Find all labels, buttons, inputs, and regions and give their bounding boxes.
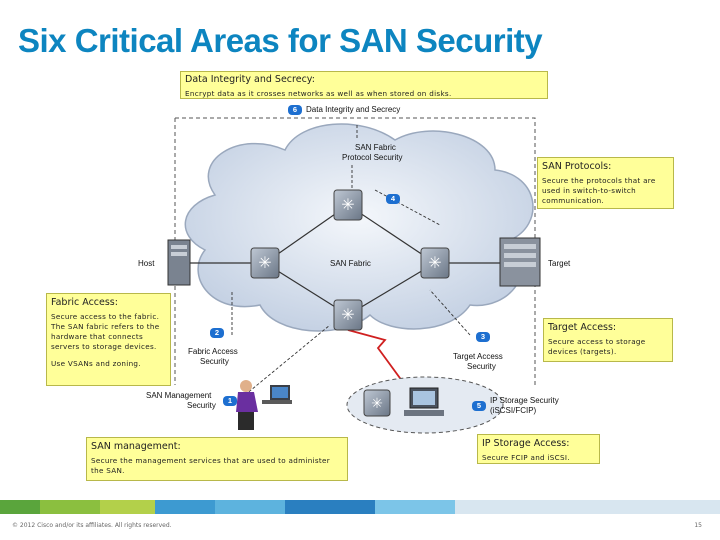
page-title: Six Critical Areas for SAN Security [18,22,543,59]
workstation-icon [404,387,444,416]
svg-text:✳: ✳ [258,253,271,272]
callout-heading: SAN management: [91,441,181,452]
callout-san-protocols: SAN Protocols: Secure the protocols that… [537,157,674,209]
badge-2: 2 [210,328,224,338]
label-target-access-1: Target Access [453,352,503,361]
callout-target-access: Target Access: Secure access to storage … [543,318,673,362]
badge-1: 1 [223,396,237,406]
label-host: Host [138,259,155,268]
badge-5: 5 [472,401,486,411]
wan-link [347,329,406,386]
badge-6: 6 [288,105,302,115]
label-mgmt-1: SAN Management [146,391,212,400]
callout-heading: Target Access: [548,322,617,333]
badge-3: 3 [476,332,490,342]
badge-4: 4 [386,194,400,204]
callout-data-integrity: Data Integrity and Secrecy: Encrypt data… [180,71,548,99]
switch-icon: ✳ [363,389,391,417]
svg-text:✳: ✳ [341,305,354,324]
switch-icon: ✳ [420,247,450,279]
switch-icon: ✳ [250,247,280,279]
label-san-fabric: SAN Fabric [330,259,371,268]
callout-heading: Fabric Access: [51,297,118,308]
label-target: Target [548,259,571,268]
callout-text: Secure the protocols that are used in sw… [542,176,656,205]
footer-color-bar [0,500,720,514]
label-target-access-2: Security [467,362,496,371]
target-storage-icon [499,237,541,287]
label-fabric-access-2: Security [200,357,229,366]
copyright: © 2012 Cisco and/or its affiliates. All … [12,522,172,529]
label-ip-1: IP Storage Security [490,396,559,405]
callout-text: Secure the management services that are … [91,456,330,475]
label-ip-2: (iSCSI/FCIP) [490,406,537,415]
admin-person-icon [236,380,292,430]
callout-fabric-access: Fabric Access: Secure access to the fabr… [46,293,171,386]
label-data-integrity: Data Integrity and Secrecy [306,105,401,114]
switch-icon: ✳ [333,189,363,221]
callout-text: Secure access to the fabric. The SAN fab… [51,312,160,351]
callout-heading: SAN Protocols: [542,161,612,172]
label-fabric-protocol-1: SAN Fabric [355,143,396,152]
label-fabric-access-1: Fabric Access [188,347,238,356]
label-mgmt-2: Security [187,401,216,410]
callout-text: Encrypt data as it crosses networks as w… [185,89,452,98]
label-fabric-protocol-2: Protocol Security [342,153,403,162]
callout-heading: IP Storage Access: [482,438,570,449]
callout-text: Secure FCIP and iSCSI. [482,453,570,462]
callout-text-2: Use VSANs and zoning. [51,359,141,368]
svg-text:✳: ✳ [341,195,354,214]
svg-text:✳: ✳ [371,396,383,412]
page-number: 15 [694,522,702,529]
switch-icon: ✳ [333,299,363,331]
callout-text: Secure access to storage devices (target… [548,337,646,356]
callout-heading: Data Integrity and Secrecy: [185,74,315,85]
svg-text:✳: ✳ [428,253,441,272]
callout-ip-storage: IP Storage Access: Secure FCIP and iSCSI… [477,434,600,464]
callout-san-management: SAN management: Secure the management se… [86,437,348,481]
host-server-icon [167,239,191,286]
